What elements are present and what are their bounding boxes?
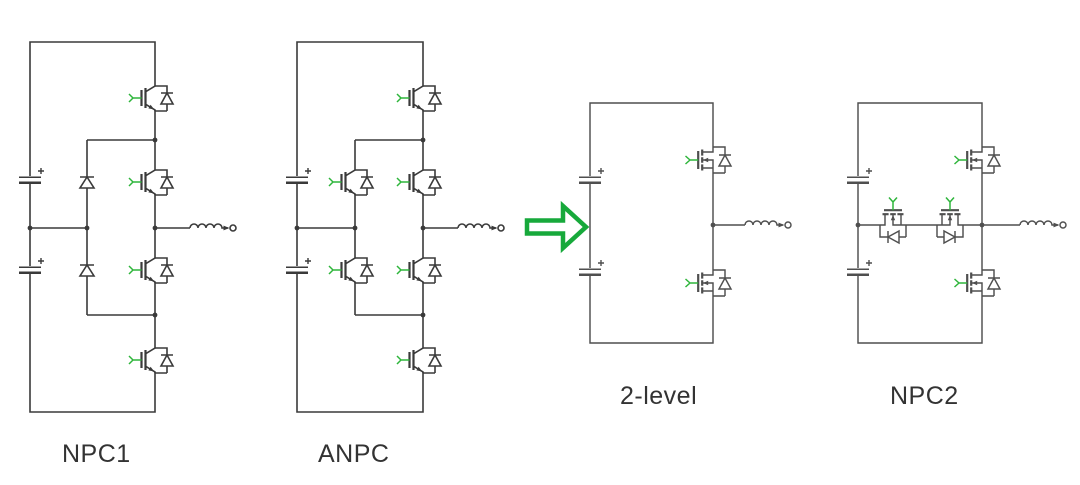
npc2-label: NPC2 (890, 382, 959, 410)
anpc-capacitor-top-icon (284, 166, 313, 185)
anpc-capacitor-bottom-icon (284, 256, 313, 275)
anpc-junction-dots (294, 137, 426, 318)
anpc-output-inductor-icon (457, 223, 505, 232)
anpc-igbt-s1-icon (395, 76, 443, 120)
npc2-bus-wires (857, 102, 983, 344)
two-level-capacitor-bottom-icon (577, 258, 606, 277)
anpc-igbt-s3-icon (395, 248, 443, 292)
npc1-clamp-diode-top-icon (79, 165, 95, 199)
npc2-circuit (845, 102, 1067, 344)
two-level-circuit (577, 102, 792, 344)
two-level-mosfet-low-icon (684, 261, 733, 305)
npc1-output-inductor-icon (189, 223, 237, 232)
npc2-mosfet-neutral-right-icon (928, 196, 972, 245)
anpc-clamp-wires (354, 139, 423, 316)
npc1-igbt-s2-icon (127, 160, 175, 204)
right-block-arrow-icon (524, 200, 590, 254)
anpc-igbt-s5-icon (327, 160, 375, 204)
npc1-clamp-diode-bottom-icon (79, 253, 95, 287)
anpc-label: ANPC (318, 440, 389, 468)
npc2-junction-dots (855, 222, 985, 228)
npc2-output-inductor-icon (1019, 220, 1067, 229)
npc2-mosfet-neutral-left-icon (871, 196, 915, 245)
two-level-output-junction (710, 222, 716, 228)
anpc-igbt-s4-icon (395, 338, 443, 382)
two-level-mosfet-high-icon (684, 138, 733, 182)
npc1-label: NPC1 (62, 440, 131, 468)
npc1-junction-dots (27, 137, 158, 318)
npc1-circuit (17, 41, 237, 413)
anpc-igbt-s2-icon (395, 160, 443, 204)
npc2-capacitor-top-icon (845, 166, 874, 185)
npc1-capacitor-top-icon (17, 166, 46, 185)
two-level-label: 2-level (620, 382, 697, 410)
npc1-igbt-s1-icon (127, 76, 175, 120)
anpc-circuit (284, 41, 505, 413)
two-level-capacitor-top-icon (577, 166, 606, 185)
npc1-igbt-s4-icon (127, 338, 175, 382)
two-level-bus-wires (589, 102, 714, 344)
npc2-mosfet-low-icon (953, 261, 1002, 305)
npc2-capacitor-bottom-icon (845, 258, 874, 277)
npc1-igbt-s3-icon (127, 248, 175, 292)
npc1-clamp-wires (86, 139, 155, 316)
anpc-igbt-s6-icon (327, 248, 375, 292)
two-level-output-inductor-icon (744, 220, 792, 229)
npc2-mosfet-high-icon (953, 138, 1002, 182)
npc1-capacitor-bottom-icon (17, 256, 46, 275)
